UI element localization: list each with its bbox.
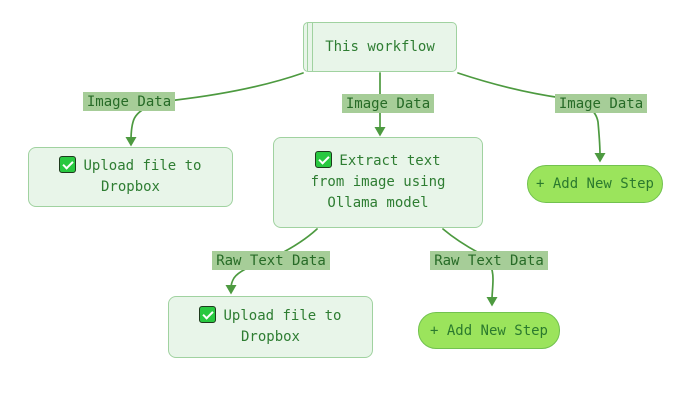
edge-label-raw-text-data-2: Raw Text Data — [430, 251, 548, 270]
arrowhead-icon — [486, 297, 498, 307]
workflow-title-node[interactable]: This workflow — [303, 22, 457, 72]
arrowhead-icon — [374, 127, 386, 137]
step-label: Extract text from image using Ollama mod… — [310, 153, 446, 211]
stacked-node-lines — [307, 23, 313, 71]
edge-label-raw-text-data-1: Raw Text Data — [212, 251, 330, 270]
arrowhead-icon — [125, 137, 137, 147]
add-new-step-button-2[interactable]: + Add New Step — [418, 312, 560, 349]
checked-checkbox-icon[interactable] — [59, 156, 77, 173]
add-new-step-label: + Add New Step — [535, 176, 654, 192]
step-node-upload-dropbox-2[interactable]: Upload file to Dropbox — [168, 296, 373, 358]
add-new-step-button-1[interactable]: + Add New Step — [527, 165, 663, 203]
workflow-title: This workflow — [325, 38, 435, 55]
arrowhead-icon — [594, 153, 606, 163]
add-new-step-label: + Add New Step — [429, 322, 548, 339]
checked-checkbox-icon[interactable] — [199, 306, 217, 323]
edge-label-image-data-3: Image Data — [555, 94, 647, 113]
edge-label-image-data-1: Image Data — [83, 92, 175, 111]
checked-checkbox-icon[interactable] — [315, 151, 333, 168]
step-label: Upload file to Dropbox — [83, 158, 202, 195]
step-node-upload-dropbox-1[interactable]: Upload file to Dropbox — [28, 147, 233, 207]
step-label: Upload file to Dropbox — [223, 308, 342, 345]
arrowhead-icon — [225, 285, 237, 295]
step-node-extract-text[interactable]: Extract text from image using Ollama mod… — [273, 137, 483, 228]
edge-label-image-data-2: Image Data — [342, 94, 434, 113]
